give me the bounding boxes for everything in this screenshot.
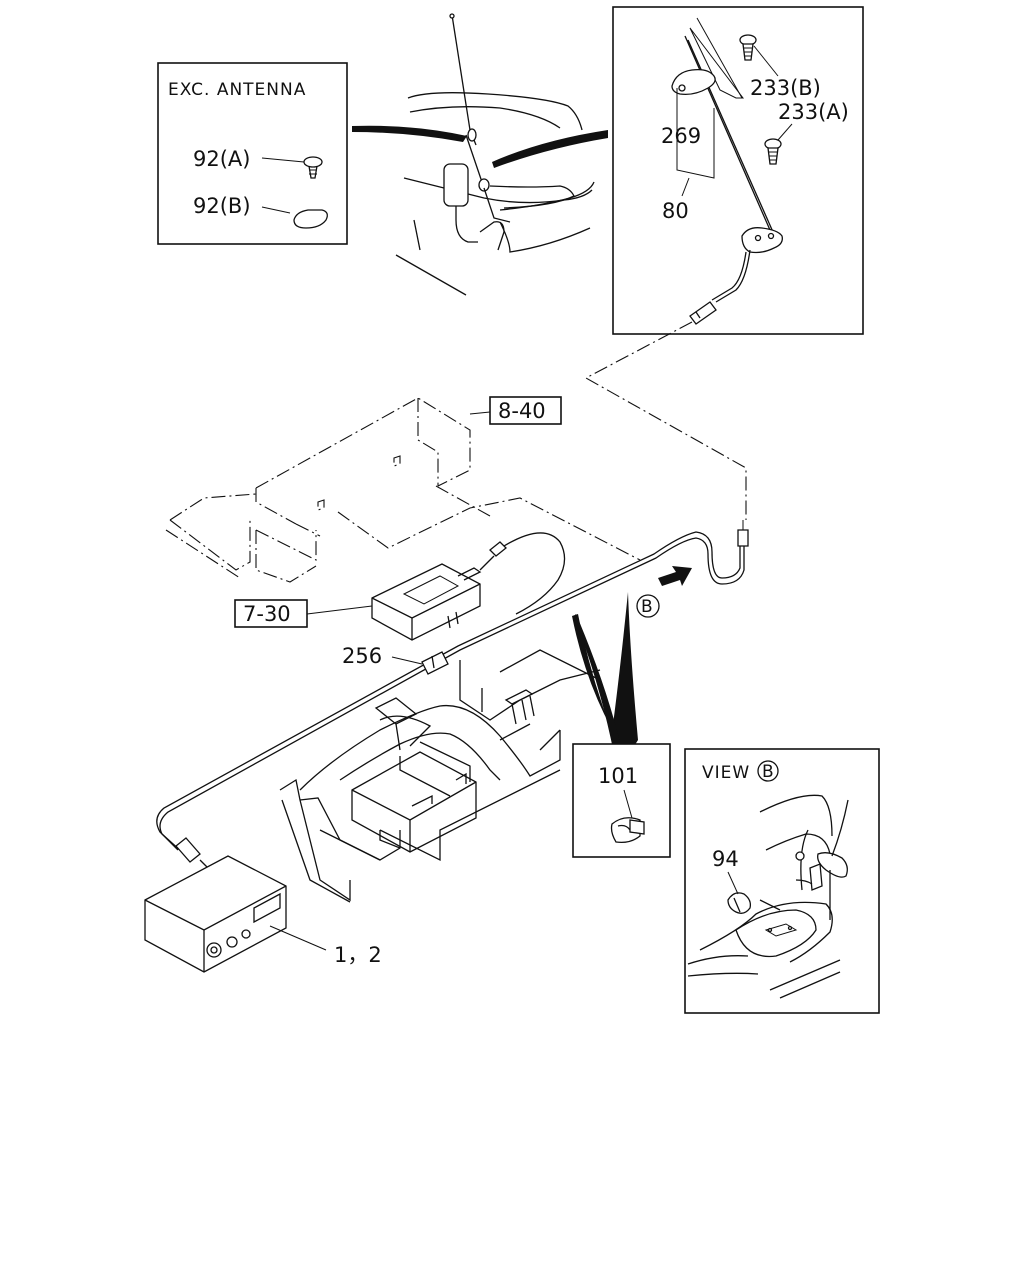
cable-clip-256-icon — [421, 651, 449, 675]
part-label-101: 101 — [598, 764, 638, 788]
part-label-269: 269 — [661, 124, 701, 148]
clip-92a-icon — [303, 156, 323, 179]
screw-233b-icon — [739, 34, 757, 61]
instrument-panel-ghost — [165, 397, 641, 583]
part-label-233b: 233(B) — [750, 76, 821, 100]
view-b-title: VIEW — [702, 763, 750, 783]
part-101-inset: 101 — [572, 743, 671, 858]
rear-quarter-antenna-illustration — [352, 13, 608, 296]
detail-pointer-arrow — [572, 592, 638, 756]
view-b-inset: VIEW B 94 — [684, 748, 880, 1014]
plug-92b-icon — [293, 209, 328, 229]
antenna-assembly-inset: 269 80 233(B) 233(A) — [612, 6, 864, 335]
floor-console-illustration — [279, 649, 601, 903]
radio-unit-icon — [144, 855, 287, 973]
antenna-lower-mount-icon — [741, 227, 783, 254]
part-label-92a: 92(A) — [193, 147, 250, 171]
part-label-233a: 233(A) — [778, 100, 849, 124]
ref-label-7-30: 7-30 — [243, 602, 291, 626]
antenna-feeder-cable — [156, 520, 749, 869]
view-b-marker: B — [636, 594, 660, 618]
part-label-80: 80 — [662, 199, 689, 223]
part-label-92b: 92(B) — [193, 194, 251, 218]
exc-antenna-title: EXC. ANTENNA — [168, 80, 306, 100]
ref-label-8-40: 8-40 — [498, 399, 546, 423]
part-label-94: 94 — [712, 847, 739, 871]
clip-101-icon — [610, 817, 645, 844]
part-label-256: 256 — [342, 644, 382, 668]
screw-233a-icon — [764, 138, 782, 165]
exc-antenna-inset: EXC. ANTENNA 92(A) 92(B) — [157, 62, 348, 245]
audio-module-icon — [371, 541, 507, 641]
part-label-1-2: 1，2 — [334, 943, 382, 967]
view-direction-arrow — [658, 566, 692, 586]
antenna-base-269-icon — [671, 68, 716, 96]
clip-94-icon — [727, 892, 752, 914]
view-b-title-letter: B — [762, 762, 775, 782]
svg-text:B: B — [641, 597, 654, 617]
